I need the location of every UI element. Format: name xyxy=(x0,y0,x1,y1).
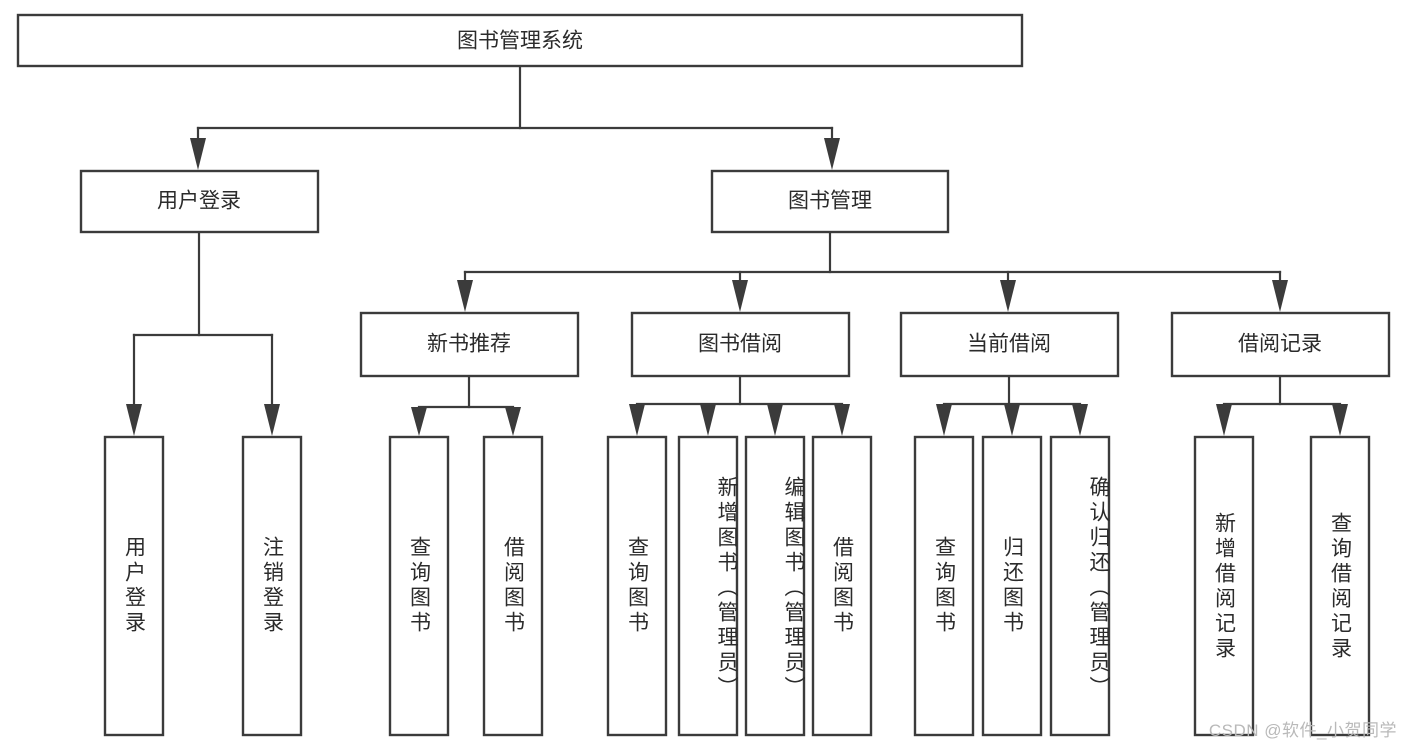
connector-group-root-to-level2 xyxy=(190,64,840,170)
node-leaf-query-book-2-box[interactable] xyxy=(606,435,668,737)
connector-group-book-management-to-level3 xyxy=(457,230,1288,312)
node-leaf-add-book-box[interactable] xyxy=(677,435,739,737)
arrow-head-leaf-user-logout xyxy=(264,404,280,436)
arrow-head-leaf-query-record xyxy=(1332,404,1348,436)
node-book-borrow-box[interactable] xyxy=(630,311,851,378)
arrow-head-leaf-borrow-book-1 xyxy=(505,407,521,436)
node-user-login-box[interactable] xyxy=(79,169,320,234)
connector-group-new-book-recommend-to-leaves xyxy=(411,374,521,436)
csdn-watermark: CSDN @软件_小贺同学 xyxy=(1208,721,1397,740)
arrow-head-leaf-add-record xyxy=(1216,404,1232,436)
node-root-label: 图书管理系统 xyxy=(457,30,583,53)
arrow-head-book-borrow xyxy=(732,280,748,312)
node-current-borrow-box[interactable] xyxy=(899,311,1120,378)
leaf-boxes xyxy=(103,435,1371,737)
node-leaf-query-book-1-box[interactable] xyxy=(388,435,450,737)
node-borrow-record-box[interactable] xyxy=(1170,311,1391,378)
node-current-borrow[interactable]: 当前借阅 xyxy=(899,311,1120,378)
arrow-head-leaf-borrow-book-2 xyxy=(834,404,850,436)
node-current-borrow-label: 当前借阅 xyxy=(967,333,1051,356)
node-book-management-box[interactable] xyxy=(710,169,950,234)
node-leaf-user-logout-box[interactable] xyxy=(241,435,303,737)
node-new-book-recommend-label: 新书推荐 xyxy=(427,333,511,356)
node-user-login[interactable]: 用户登录 xyxy=(79,169,320,234)
arrow-head-current-borrow xyxy=(1000,280,1016,312)
node-leaf-confirm-return-box[interactable] xyxy=(1049,435,1111,737)
connector-group-borrow-record-to-leaves xyxy=(1216,374,1348,436)
node-leaf-add-record-box[interactable] xyxy=(1193,435,1255,737)
node-new-book-recommend-box[interactable] xyxy=(359,311,580,378)
node-book-management[interactable]: 图书管理 xyxy=(710,169,950,234)
arrow-head-leaf-return-book xyxy=(1004,404,1020,436)
arrow-head-user-login xyxy=(190,138,206,170)
arrow-head-leaf-add-book xyxy=(700,404,716,436)
arrow-head-new-book-recommend xyxy=(457,280,473,312)
node-leaf-query-record-box[interactable] xyxy=(1309,435,1371,737)
node-book-borrow[interactable]: 图书借阅 xyxy=(630,311,851,378)
node-leaf-borrow-book-2-box[interactable] xyxy=(811,435,873,737)
node-book-borrow-label: 图书借阅 xyxy=(698,333,782,356)
arrow-head-leaf-query-book-3 xyxy=(936,404,952,436)
connector-group-user-login-to-leaves xyxy=(126,230,280,436)
arrow-head-book-management xyxy=(824,138,840,170)
node-leaf-edit-book-box[interactable] xyxy=(744,435,806,737)
node-borrow-record[interactable]: 借阅记录 xyxy=(1170,311,1391,378)
node-leaf-return-book-box[interactable] xyxy=(981,435,1043,737)
node-root-box[interactable] xyxy=(16,13,1024,68)
arrow-head-borrow-record xyxy=(1272,280,1288,312)
arrow-head-leaf-user-login xyxy=(126,404,142,436)
node-user-login-label: 用户登录 xyxy=(157,190,241,213)
node-book-management-label: 图书管理 xyxy=(788,190,872,213)
node-root[interactable]: 图书管理系统 xyxy=(16,13,1024,68)
arrow-head-leaf-edit-book xyxy=(767,404,783,436)
arrow-head-leaf-query-book-1 xyxy=(411,407,427,436)
node-new-book-recommend[interactable]: 新书推荐 xyxy=(359,311,580,378)
arrow-head-leaf-confirm-return xyxy=(1072,404,1088,436)
connector-group-current-borrow-to-leaves xyxy=(936,374,1088,436)
node-leaf-borrow-book-1-box[interactable] xyxy=(482,435,544,737)
node-borrow-record-label: 借阅记录 xyxy=(1238,333,1322,356)
arrow-head-leaf-query-book-2 xyxy=(629,404,645,436)
node-leaf-user-login-box[interactable] xyxy=(103,435,165,737)
node-leaf-query-book-3-box[interactable] xyxy=(913,435,975,737)
connector-group-book-borrow-to-leaves xyxy=(629,374,850,436)
